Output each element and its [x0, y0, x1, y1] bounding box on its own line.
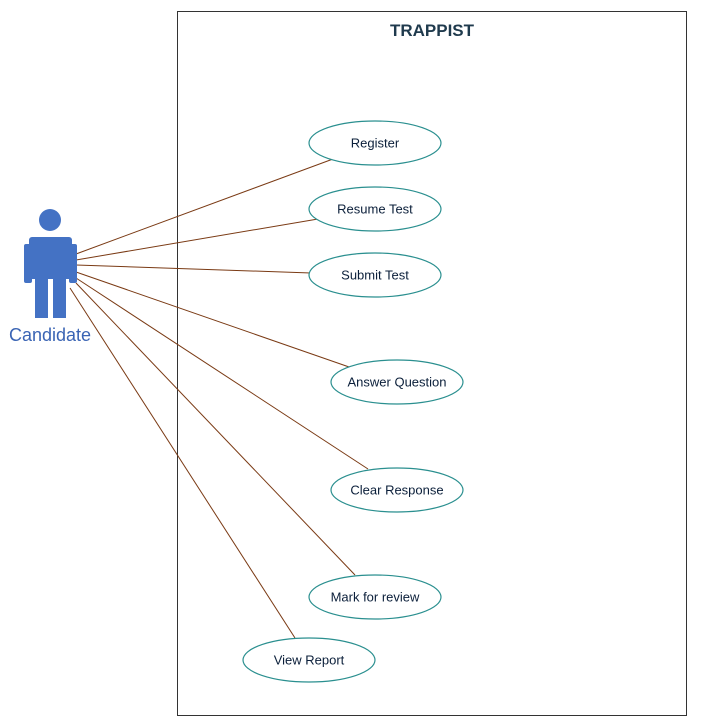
use-case-label: Mark for review	[331, 590, 420, 605]
use-case-clear-response: Clear Response	[330, 467, 464, 513]
use-case-mark-for-review: Mark for review	[308, 574, 442, 620]
system-title: TRAPPIST	[390, 21, 475, 40]
actor-candidate: Candidate	[9, 209, 91, 345]
system-boundary	[177, 11, 687, 716]
use-case-view-report: View Report	[242, 637, 376, 683]
person-icon	[24, 209, 77, 318]
use-case-label: Submit Test	[341, 268, 409, 283]
use-case-label: Register	[351, 136, 400, 151]
use-case-resume-test: Resume Test	[308, 186, 442, 232]
association-lines	[69, 158, 369, 639]
use-case-label: Resume Test	[337, 202, 413, 217]
use-case-register: Register	[308, 120, 442, 166]
use-case-label: Clear Response	[350, 483, 443, 498]
association-clear-response	[75, 277, 369, 470]
actor-label: Candidate	[9, 325, 91, 345]
association-mark-for-review	[75, 282, 356, 576]
use-case-answer-question: Answer Question	[330, 359, 464, 405]
association-view-report	[69, 287, 296, 639]
association-register	[75, 158, 334, 255]
association-submit-test	[75, 264, 312, 274]
use-case-label: View Report	[274, 653, 345, 668]
use-case-label: Answer Question	[348, 375, 447, 390]
use-case-submit-test: Submit Test	[308, 252, 442, 298]
association-resume-test	[75, 218, 319, 261]
association-answer-question	[75, 271, 353, 369]
